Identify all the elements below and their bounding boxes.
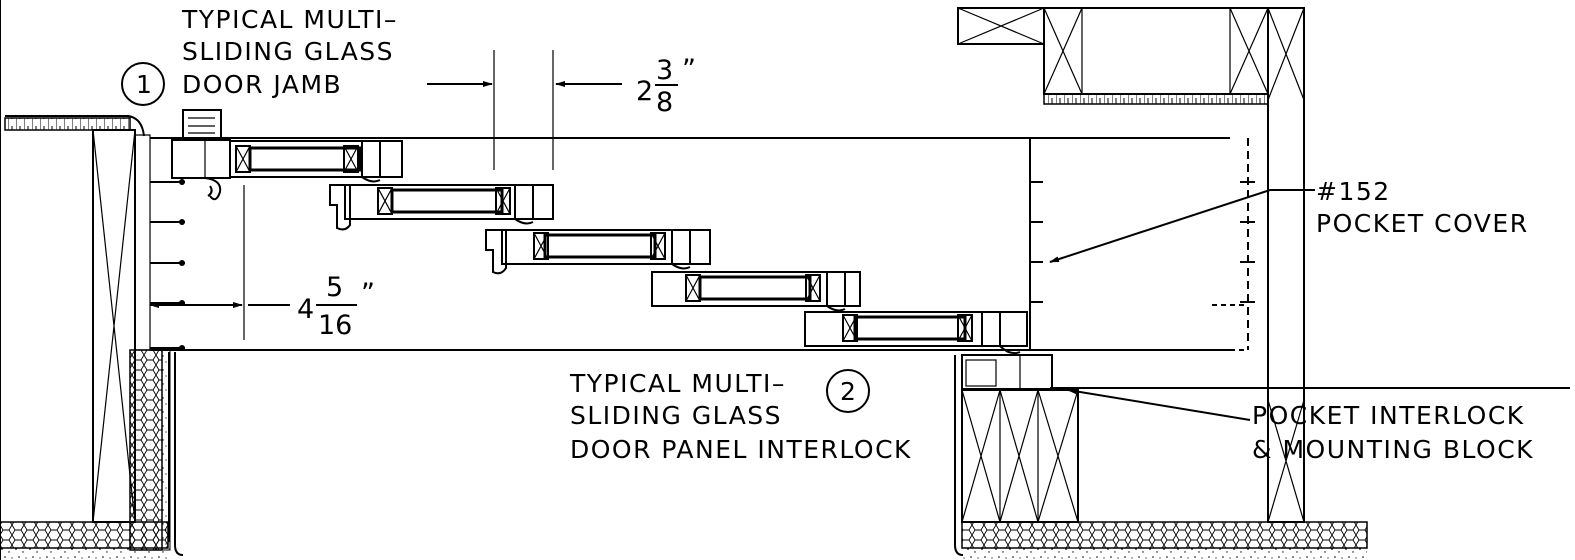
dimension-jamb-offset-whole: 4 <box>297 294 314 325</box>
callout-number-circle-1 <box>121 62 165 106</box>
dimension-panel-offset-numerator: 3 <box>656 55 673 86</box>
callout-panel-interlock-line-3: DOOR PANEL INTERLOCK <box>570 435 912 464</box>
dimension-panel-offset-unit: ” <box>682 54 696 85</box>
callout-panel-interlock-line-1: TYPICAL MULTI– <box>569 369 786 398</box>
callout-panel-interlock-number: 2 <box>840 377 857 406</box>
callout-door-jamb: TYPICAL MULTI– SLIDING GLASS DOOR JAMB 1 <box>121 5 398 106</box>
left-wall <box>0 115 185 560</box>
dimension-jamb-offset-unit: ” <box>361 278 375 309</box>
callout-pocket-cover-line-2: POCKET COVER <box>1316 209 1529 238</box>
callout-door-jamb-number: 1 <box>136 70 153 99</box>
dimension-jamb-offset-numerator: 5 <box>326 272 343 303</box>
callout-number-circle-2 <box>826 369 870 413</box>
callout-pocket-interlock: POCKET INTERLOCK & MOUNTING BLOCK <box>1067 388 1534 464</box>
callout-panel-interlock-line-2: SLIDING GLASS <box>570 401 782 430</box>
track-outline <box>150 137 1570 389</box>
callout-panel-interlock: TYPICAL MULTI– SLIDING GLASS DOOR PANEL … <box>569 369 912 464</box>
callout-pocket-interlock-line-1: POCKET INTERLOCK <box>1252 401 1525 430</box>
door-panel-1 <box>229 140 403 178</box>
callout-pocket-cover-line-1: #152 <box>1316 177 1391 206</box>
callout-door-jamb-line-3: DOOR JAMB <box>182 70 342 99</box>
callout-door-jamb-line-2: SLIDING GLASS <box>182 37 394 66</box>
door-panels <box>229 140 1028 347</box>
dimension-panel-offset: 2 3 8 ” <box>427 50 696 170</box>
door-panel-3 <box>485 218 711 275</box>
dimension-panel-offset-whole: 2 <box>636 76 653 107</box>
pocket-wall <box>0 0 1368 560</box>
callout-pocket-interlock-line-2: & MOUNTING BLOCK <box>1252 435 1534 464</box>
door-panel-5 <box>804 305 1028 347</box>
callout-pocket-cover: #152 POCKET COVER <box>1049 177 1529 263</box>
door-panel-4 <box>651 263 861 307</box>
dimension-jamb-offset: 4 5 16 ” <box>149 185 375 341</box>
callout-door-jamb-line-1: TYPICAL MULTI– <box>181 5 398 34</box>
dimension-panel-offset-denominator: 8 <box>656 87 673 118</box>
dimension-jamb-offset-denominator: 16 <box>318 310 352 341</box>
door-panel-2 <box>329 176 554 231</box>
jamb-profile <box>171 109 231 201</box>
